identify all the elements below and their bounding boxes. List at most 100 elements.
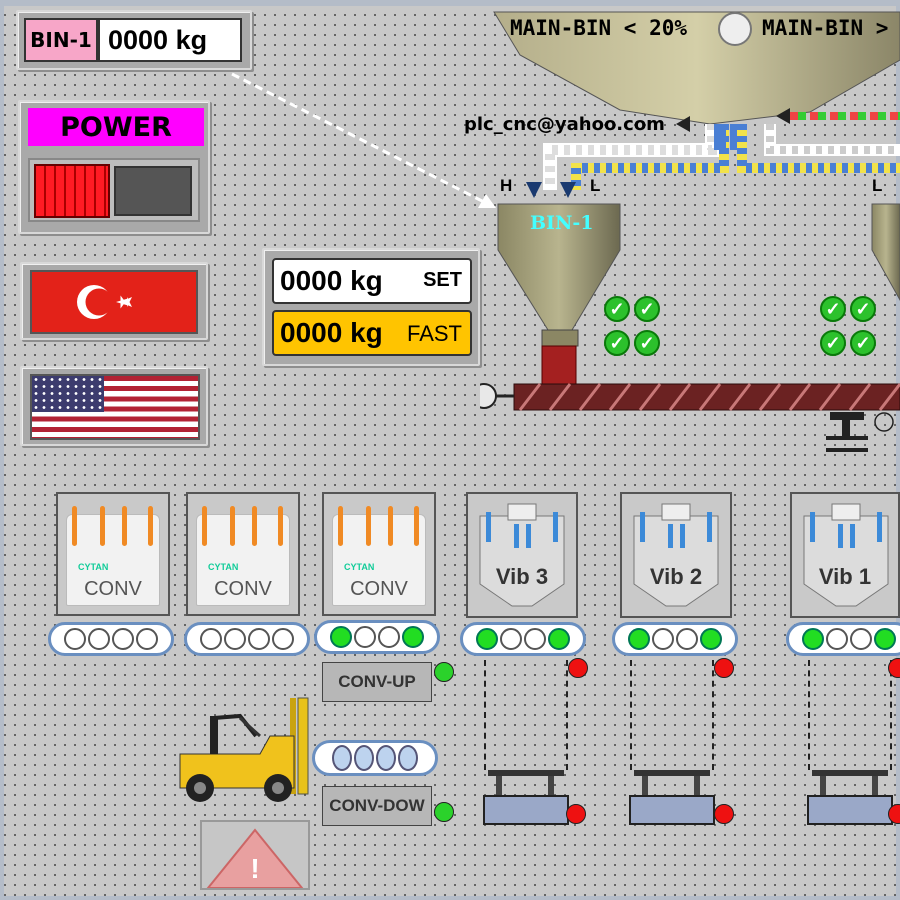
bag-station-2[interactable]: CYTAN CONV bbox=[186, 492, 300, 616]
check-icon: ✓ bbox=[634, 330, 660, 356]
turkish-flag-icon[interactable] bbox=[30, 270, 198, 334]
contact-email: plc_cnc@yahoo.com bbox=[464, 114, 665, 135]
conv-up-status-led bbox=[434, 662, 454, 682]
bag-logo: CYTAN bbox=[208, 562, 239, 572]
vib3-bottom-status-led bbox=[566, 804, 586, 824]
check-icon: ✓ bbox=[604, 330, 630, 356]
bag-label: CONV bbox=[350, 578, 408, 600]
roller-ball bbox=[272, 628, 294, 650]
us-flag-icon[interactable] bbox=[30, 374, 200, 440]
vib1-top-status-led bbox=[888, 658, 900, 678]
bin1-label: BIN-1 bbox=[24, 18, 98, 62]
roller-ball bbox=[88, 628, 110, 650]
set-weight-field[interactable]: 0000 kg SET bbox=[272, 258, 472, 304]
roller-ball bbox=[850, 628, 872, 650]
roller-ball-active bbox=[330, 626, 352, 648]
bin1-weight-display: 0000 kg bbox=[98, 18, 242, 62]
bag-station-1[interactable]: CYTAN CONV bbox=[56, 492, 170, 616]
big-bag-icon bbox=[803, 503, 889, 607]
conv-down-button[interactable]: CONV-DOW bbox=[322, 786, 432, 826]
roller-ball-active bbox=[476, 628, 498, 650]
high-level-label: H bbox=[500, 176, 513, 195]
roller-ball-active bbox=[402, 626, 424, 648]
conv-down-status-led bbox=[434, 802, 454, 822]
power-switch[interactable] bbox=[28, 158, 200, 222]
power-title: POWER bbox=[28, 108, 204, 146]
check-icon: ✓ bbox=[850, 330, 876, 356]
check-icon: ✓ bbox=[634, 296, 660, 322]
forklift-icon bbox=[179, 697, 309, 802]
frame-leg bbox=[566, 660, 568, 770]
roller-ball bbox=[64, 628, 86, 650]
vibration-table-icon bbox=[483, 770, 569, 825]
svg-text:!: ! bbox=[250, 853, 259, 884]
check-icon: ✓ bbox=[820, 296, 846, 322]
main-bin-high-label: MAIN-BIN > bbox=[762, 16, 889, 40]
check-icon: ✓ bbox=[850, 296, 876, 322]
vibrator-station-3[interactable]: Vib 3 bbox=[466, 492, 578, 618]
main-bin-low-label: MAIN-BIN < 20% bbox=[510, 16, 688, 40]
roller-ball-active bbox=[802, 628, 824, 650]
roller-conveyor-3[interactable] bbox=[314, 620, 440, 654]
roller-conveyor-2[interactable] bbox=[184, 622, 310, 656]
vibrator-label: Vib 1 bbox=[818, 564, 872, 589]
fast-weight-value: 0000 kg bbox=[280, 317, 383, 348]
vibrator-label: Vib 2 bbox=[649, 564, 703, 589]
vibrator-station-2[interactable]: Vib 2 bbox=[620, 492, 732, 618]
roller-ball bbox=[112, 628, 134, 650]
vibrator-label: Vib 3 bbox=[495, 564, 549, 589]
fast-weight-field[interactable]: 0000 kg FAST bbox=[272, 310, 472, 356]
roller-ball bbox=[354, 626, 376, 648]
vib3-top-status-led bbox=[568, 658, 588, 678]
frame-leg bbox=[630, 660, 632, 770]
roller-ball bbox=[500, 628, 522, 650]
frame-leg bbox=[808, 660, 810, 770]
roller-conveyor-1[interactable] bbox=[48, 622, 174, 656]
bag-station-3[interactable]: CYTAN CONV bbox=[322, 492, 436, 616]
frame-leg bbox=[484, 660, 486, 770]
check-icon: ✓ bbox=[820, 330, 846, 356]
check-icon: ✓ bbox=[604, 296, 630, 322]
hopper-name: BIN-1 bbox=[530, 212, 594, 234]
roller-ball-active bbox=[874, 628, 896, 650]
indicator-lamp-icon bbox=[718, 12, 752, 46]
vib2-bottom-status-led bbox=[714, 804, 734, 824]
roller-ball-active bbox=[548, 628, 570, 650]
power-switch-off-side[interactable] bbox=[114, 166, 192, 216]
bag-logo: CYTAN bbox=[344, 562, 375, 572]
lift-roller-conveyor[interactable] bbox=[312, 740, 438, 776]
roller-ball bbox=[826, 628, 848, 650]
roller-ball bbox=[248, 628, 270, 650]
roller-ball bbox=[200, 628, 222, 650]
vibration-table-icon bbox=[807, 770, 893, 825]
bag-label: CONV bbox=[84, 578, 142, 600]
vibrator-station-1[interactable]: Vib 1 bbox=[790, 492, 900, 618]
roller-ball bbox=[224, 628, 246, 650]
conv-up-button[interactable]: CONV-UP bbox=[322, 662, 432, 702]
roller-ball bbox=[652, 628, 674, 650]
power-switch-on-side[interactable] bbox=[34, 164, 110, 218]
roller-conveyor-vib1[interactable] bbox=[786, 622, 900, 656]
vibration-table-icon bbox=[629, 770, 715, 825]
set-tag: SET bbox=[423, 269, 462, 291]
roller-ball-active bbox=[628, 628, 650, 650]
alarm-panel[interactable]: ! bbox=[200, 820, 310, 890]
big-bag-icon bbox=[479, 503, 565, 607]
frame-leg bbox=[712, 660, 714, 770]
roller-ball-active bbox=[700, 628, 722, 650]
roller-conveyor-vib3[interactable] bbox=[460, 622, 586, 656]
low-level-label: L bbox=[590, 176, 601, 195]
bag-label: CONV bbox=[214, 578, 272, 600]
main-bin-graphic bbox=[480, 11, 900, 452]
roller-ball bbox=[524, 628, 546, 650]
fast-tag: FAST bbox=[406, 321, 462, 346]
big-bag-icon bbox=[633, 503, 719, 607]
vib1-bottom-status-led bbox=[888, 804, 900, 824]
roller-ball bbox=[136, 628, 158, 650]
frame-leg bbox=[890, 660, 892, 770]
roller-conveyor-vib2[interactable] bbox=[612, 622, 738, 656]
roller-ball bbox=[378, 626, 400, 648]
bag-logo: CYTAN bbox=[78, 562, 109, 572]
set-weight-value: 0000 kg bbox=[280, 265, 383, 296]
